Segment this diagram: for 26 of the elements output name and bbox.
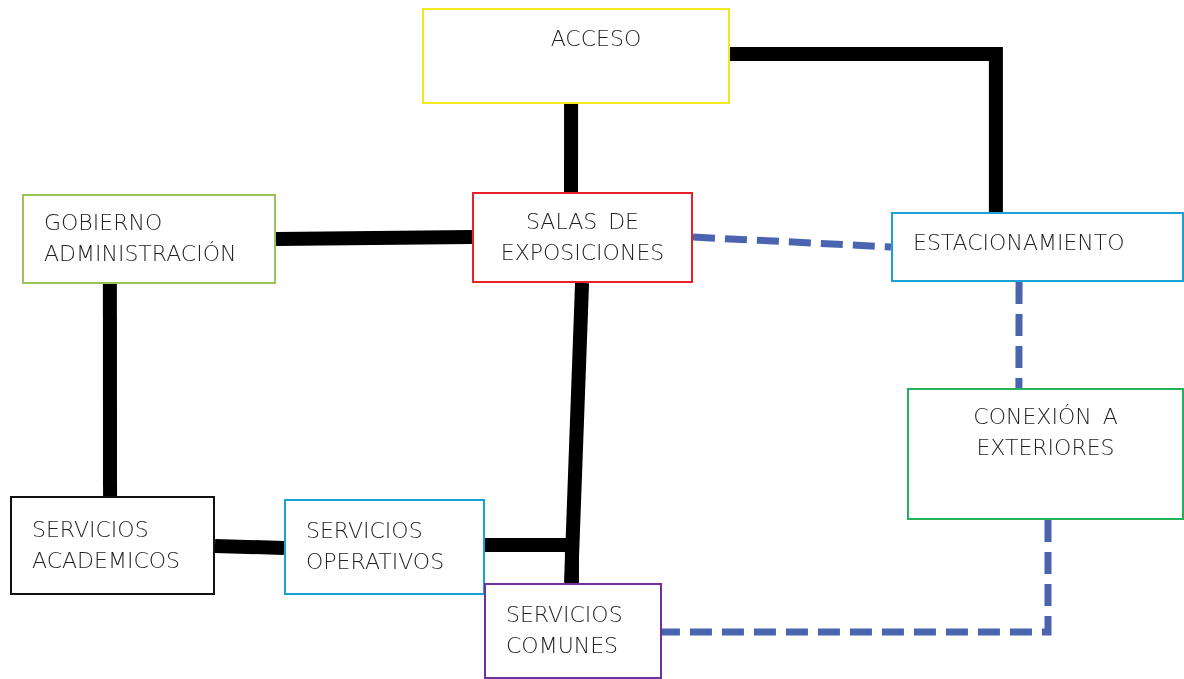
- area-label: ESTACIONAMIENTO: [913, 228, 1126, 257]
- area-box: [484, 583, 662, 679]
- area-label: SERVICIOS OPERATIVOS: [306, 517, 446, 576]
- connector-line: [692, 233, 892, 251]
- connector-line: [102, 283, 118, 496]
- connector-line: [730, 47, 1003, 212]
- connector-line: [275, 230, 473, 246]
- area-box: [10, 496, 215, 595]
- area-label: CONEXIÓN A EXTERIORES: [972, 403, 1119, 462]
- area-box: [472, 192, 693, 283]
- connector-line: [1015, 282, 1023, 388]
- area-label: SALAS DE EXPOSICIONES: [499, 207, 666, 267]
- area-box: [284, 499, 485, 595]
- area-box: [422, 8, 730, 104]
- connector-line: [564, 282, 590, 584]
- area-label: SERVICIOS COMUNES: [506, 601, 624, 660]
- area-label: ACCESO: [549, 25, 643, 53]
- area-label: GOBIERNO ADMINISTRACIÓN: [44, 209, 238, 268]
- connector-line: [214, 539, 285, 555]
- area-box: [907, 388, 1184, 520]
- connector-line: [662, 520, 1052, 636]
- connector-line: [564, 104, 579, 192]
- connector-line: [485, 538, 579, 583]
- area-label: SERVICIOS ACADEMICOS: [32, 515, 182, 575]
- area-box: [22, 194, 276, 284]
- area-box: [891, 212, 1184, 282]
